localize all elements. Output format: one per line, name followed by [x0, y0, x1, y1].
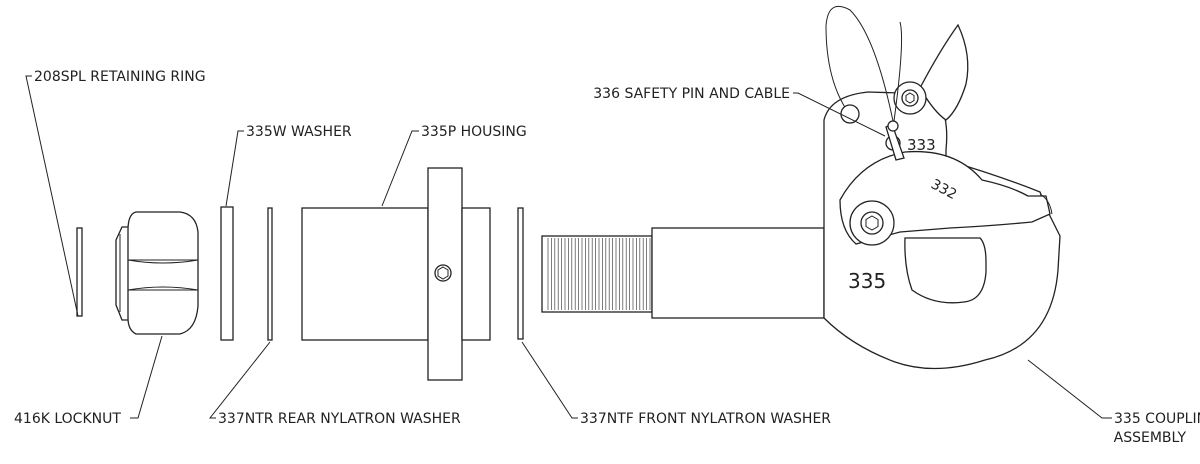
shaft-threads: [547, 238, 651, 310]
mark-333: 333: [907, 136, 936, 154]
washer-part: [220, 206, 234, 341]
housing-part: [301, 167, 491, 381]
label-housing: 335P HOUSING: [421, 124, 527, 140]
front-nylatron-washer-part: [517, 207, 524, 340]
label-locknut: 416K LOCKNUT: [14, 411, 121, 427]
rear-nylatron-washer-part: [267, 207, 273, 341]
coupling-assembly-part: [541, 6, 1061, 370]
label-coupling-line1: 335 COUPLING: [1114, 411, 1200, 427]
label-rear-nylatron-washer: 337NTR REAR NYLATRON WASHER: [218, 411, 461, 427]
label-coupling-line2: ASSEMBLY: [1114, 430, 1187, 446]
label-retaining-ring: 208SPL RETAINING RING: [34, 69, 206, 85]
retaining-ring-part: [76, 227, 83, 317]
label-washer: 335W WASHER: [246, 124, 352, 140]
locknut-part: [115, 211, 199, 335]
label-safety-pin: 336 SAFETY PIN AND CABLE: [593, 86, 790, 102]
label-front-nylatron-washer: 337NTF FRONT NYLATRON WASHER: [580, 411, 831, 427]
leader-lines: [25, 75, 1112, 419]
mark-335: 335: [848, 269, 886, 293]
callout-labels: 208SPL RETAINING RING 335W WASHER 335P H…: [14, 69, 1200, 446]
